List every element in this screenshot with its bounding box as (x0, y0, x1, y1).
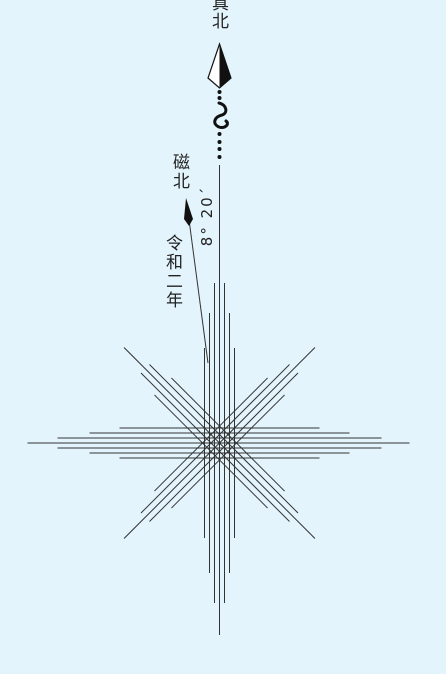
rose-stroke-diagonal (149, 364, 299, 514)
era-label: 令和二年 (162, 234, 182, 310)
magnetic-north-line (187, 211, 209, 364)
rose-stroke-diagonal (123, 347, 316, 539)
true-north-label: 真北 (208, 0, 228, 30)
true-north-arrowhead-icon (207, 42, 232, 89)
compass-rose-icon (27, 283, 410, 603)
rose-stroke-diagonal (149, 372, 299, 522)
magnetic-north-arrowhead-icon (184, 198, 193, 226)
declination-angle-label: 8° 20´ (198, 185, 216, 247)
magnetic-north-label: 磁北 (169, 153, 189, 191)
ornament-icon (213, 90, 229, 159)
rose-stroke-diagonal (171, 394, 285, 509)
rose-stroke-diagonal (171, 377, 285, 492)
